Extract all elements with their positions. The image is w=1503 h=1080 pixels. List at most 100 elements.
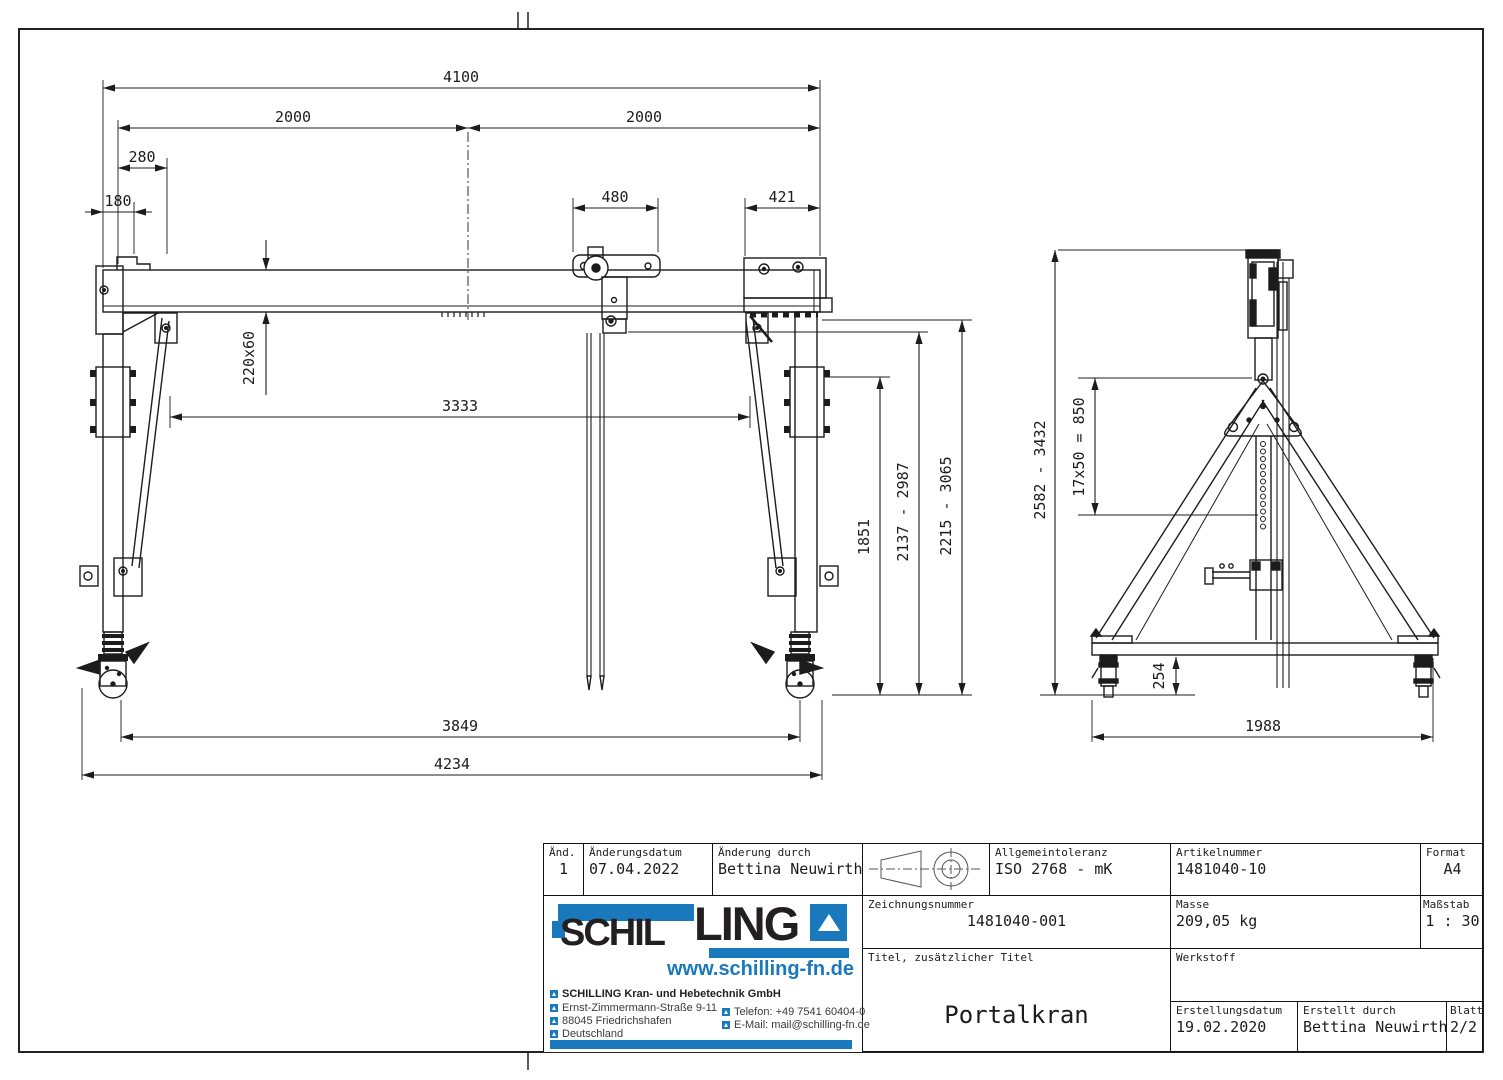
cell-mass: Masse 209,05 kg [1171,896,1421,949]
dim-span-left: 2000 [275,108,311,126]
dim-480: 480 [601,188,628,206]
dim-span-right: 2000 [626,108,662,126]
format-value: A4 [1443,860,1462,878]
sheet-frame [18,12,1484,1070]
cell-drawing-number: Zeichnungsnummer 1481040-001 [863,896,1171,949]
revision-no-label: Änd. [549,846,576,859]
dim-base-width: 1988 [1245,717,1281,735]
dim-beam-section: 220x60 [240,331,258,385]
logo-left-bar [552,921,565,938]
drawing-number-value: 1481040-001 [966,912,1067,930]
company-phone: Telefon: +49 7541 60404-0 [722,1006,865,1018]
cell-revision-no: Änd. 1 [544,844,584,896]
company-email: E-Mail: mail@schilling-fn.de [722,1019,870,1031]
revision-date-value: 07.04.2022 [589,860,680,878]
side-left-caster [1091,654,1119,698]
mass-value: 209,05 kg [1176,912,1258,930]
front-beam [102,132,821,320]
triangle-bullet-icon [722,1021,730,1029]
front-right-leg [743,257,839,699]
cell-created-by: Erstellt durch Bettina Neuwirth [1298,1002,1447,1051]
front-left-caster [75,631,150,699]
revision-by-label: Änderung durch [718,846,811,859]
cell-tolerance: Allgemeintoleranz ISO 2768 - mK [990,844,1171,896]
front-view [75,132,839,699]
dim-hole-pattern: 17x50 = 850 [1070,397,1088,496]
title-block: Änd. 1 Änderungsdatum 07.04.2022 Änderun… [543,843,1484,1052]
dim-421: 421 [768,188,795,206]
dim-caster-height: 254 [1150,662,1168,689]
side-view [1089,249,1441,698]
company-name: SCHILLING Kran- und Hebetechnik GmbH [550,988,781,1000]
drawing-number-label: Zeichnungsnummer [868,898,974,911]
cell-projection-symbol [863,844,990,896]
dim-wheelbase: 3849 [442,717,478,735]
scale-value: 1 : 30 [1425,912,1480,930]
side-base [1089,627,1441,698]
side-mast [1204,436,1283,640]
dim-range-top: 2215 - 3065 [937,456,955,555]
created-by-value: Bettina Neuwirth [1303,1018,1447,1036]
front-hoist-trolley [572,246,661,691]
cell-scale: Maßstab 1 : 30 [1421,896,1484,949]
triangle-bullet-icon [550,1017,558,1025]
cell-revision-by: Änderung durch Bettina Neuwirth [713,844,863,896]
created-date-label: Erstellungsdatum [1176,1004,1282,1017]
company-country: Deutschland [550,1028,623,1040]
scale-label: Maßstab [1423,898,1470,911]
mass-label: Masse [1176,898,1210,911]
cell-format: Format A4 [1421,844,1484,896]
dim-1851: 1851 [855,519,873,555]
sheet-label: Blatt [1450,1004,1484,1017]
side-view-dimensions: 2582 - 3432 17x50 = 850 254 1988 [1031,249,1434,742]
cell-created-date: Erstellungsdatum 19.02.2020 [1171,1002,1298,1051]
drawing-title: Portalkran [944,1001,1089,1029]
revision-no-value: 1 [558,860,569,878]
logo-bottom-bar [550,1040,852,1049]
logo-underline-bar [709,948,849,958]
first-angle-projection-icon [869,848,983,890]
dim-280: 280 [128,148,155,166]
cell-article-number: Artikelnummer 1481040-10 [1171,844,1421,896]
side-gusset-plate [1223,373,1303,437]
revision-date-label: Änderungsdatum [589,846,682,859]
title-label: Titel, zusätzlicher Titel [868,951,1034,964]
article-number-label: Artikelnummer [1176,846,1263,859]
dim-inner-width: 3333 [442,397,478,415]
company-logo-cell: SCHIL LING www.schilling-fn.de SCHILLING… [544,896,870,1052]
side-winch [1245,249,1294,381]
company-city: 88045 Friedrichshafen [550,1015,671,1027]
side-right-caster [1413,654,1441,698]
logo-top-bar [558,904,694,921]
company-street: Ernst-Zimmermann-Straße 9-11 [550,1002,717,1014]
logo-wordmark-part2: LING [694,897,800,950]
side-legs [1095,387,1435,641]
cell-material: Werkstoff [1171,949,1484,1002]
triangle-bullet-icon [722,1008,730,1016]
logo-wordmark-part1: SCHIL [560,912,666,954]
logo-triangle-icon [810,904,847,941]
cell-title: Titel, zusätzlicher Titel Portalkran [863,949,1171,1051]
triangle-bullet-icon [550,1004,558,1012]
dim-180: 180 [104,192,131,210]
tolerance-label: Allgemeintoleranz [995,846,1108,859]
dim-span-total: 4100 [443,68,479,86]
created-by-label: Erstellt durch [1303,1004,1396,1017]
tolerance-value: ISO 2768 - mK [995,860,1113,878]
front-right-caster [750,631,825,699]
dim-range-mid: 2137 - 2987 [894,462,912,561]
front-left-leg [75,265,178,699]
front-view-dimensions: 4100 2000 2000 280 180 480 421 220x60 33… [81,68,972,780]
triangle-bullet-icon [550,990,558,998]
logo-website-link[interactable]: www.schilling-fn.de [666,958,854,980]
cell-sheet: Blatt 2/2 [1447,1002,1484,1051]
dim-height-range: 2582 - 3432 [1031,420,1049,519]
format-label: Format [1426,846,1466,859]
triangle-bullet-icon [550,1030,558,1038]
sheet-value: 2/2 [1450,1018,1478,1036]
dim-overall-width: 4234 [434,755,470,773]
created-date-value: 19.02.2020 [1176,1018,1267,1036]
cell-revision-date: Änderungsdatum 07.04.2022 [584,844,713,896]
